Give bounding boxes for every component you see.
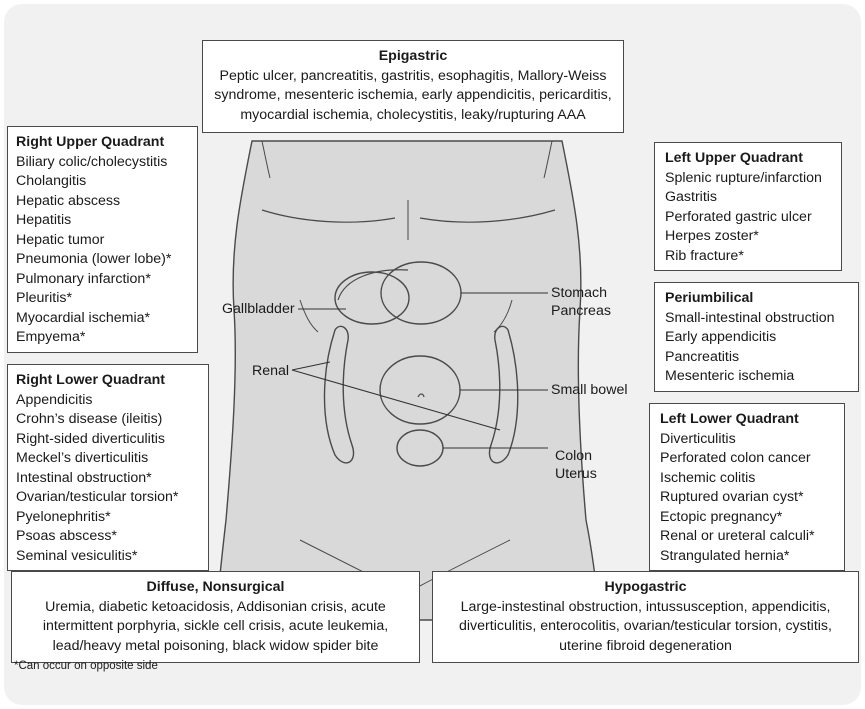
renal-label: Renal: [252, 362, 289, 380]
diffuse-line: lead/heavy metal poisoning, black widow …: [18, 637, 413, 657]
list-item: Ectopic pregnancy*: [660, 508, 834, 528]
list-item: Strangulated hernia*: [660, 547, 834, 567]
epigastric-line: myocardial ischemia, cholecystitis, leak…: [209, 106, 617, 126]
epigastric-line: syndrome, mesenteric ischemia, early app…: [209, 86, 617, 106]
list-item: Intestinal obstruction*: [16, 469, 200, 489]
list-item: Pneumonia (lower lobe)*: [16, 250, 189, 270]
list-item: Cholangitis: [16, 172, 189, 192]
list-item: Ovarian/testicular torsion*: [16, 488, 200, 508]
list-item: Pleuritis*: [16, 289, 189, 309]
diffuse-line: intermittent porphyria, sickle cell cris…: [18, 617, 413, 637]
list-item: Splenic rupture/infarction: [665, 169, 831, 189]
uterus-label: Uterus: [555, 465, 597, 483]
hypogastric-line: Large-instestinal obstruction, intussusc…: [437, 598, 854, 618]
list-item: Crohn’s disease (ileitis): [16, 410, 200, 430]
diffuse-title: Diffuse, Nonsurgical: [18, 578, 413, 598]
list-item: Hepatitis: [16, 211, 189, 231]
llq-title: Left Lower Quadrant: [660, 410, 834, 430]
list-item: Ischemic colitis: [660, 469, 834, 489]
list-item: Small-intestinal obstruction: [665, 309, 848, 329]
list-item: Perforated gastric ulcer: [665, 208, 831, 228]
list-item: Ruptured ovarian cyst*: [660, 488, 834, 508]
list-item: Psoas abscess*: [16, 527, 200, 547]
list-item: Rib fracture*: [665, 247, 831, 267]
list-item: Diverticulitis: [660, 430, 834, 450]
hypogastric-title: Hypogastric: [437, 578, 854, 598]
ruq-title: Right Upper Quadrant: [16, 133, 189, 153]
left-lower-quadrant-box: Left Lower Quadrant Diverticulitis Perfo…: [649, 403, 845, 571]
stomach-label: Stomach: [551, 284, 607, 302]
gallbladder-label: Gallbladder: [222, 300, 295, 318]
hypogastric-line: uterine fibroid degeneration: [437, 637, 854, 657]
diffuse-nonsurgical-box: Diffuse, Nonsurgical Uremia, diabetic ke…: [11, 571, 420, 663]
list-item: Gastritis: [665, 188, 831, 208]
list-item: Appendicitis: [16, 391, 200, 411]
list-item: Pyelonephritis*: [16, 508, 200, 528]
list-item: Mesenteric ischemia: [665, 367, 848, 387]
left-upper-quadrant-box: Left Upper Quadrant Splenic rupture/infa…: [654, 142, 842, 271]
right-upper-quadrant-box: Right Upper Quadrant Biliary colic/chole…: [7, 126, 198, 353]
list-item: Pulmonary infarction*: [16, 270, 189, 290]
list-item: Right-sided diverticulitis: [16, 430, 200, 450]
diffuse-line: Uremia, diabetic ketoacidosis, Addisonia…: [18, 598, 413, 618]
list-item: Perforated colon cancer: [660, 449, 834, 469]
rlq-title: Right Lower Quadrant: [16, 371, 200, 391]
list-item: Early appendicitis: [665, 328, 848, 348]
right-lower-quadrant-box: Right Lower Quadrant Appendicitis Crohn’…: [7, 364, 209, 571]
epigastric-line: Peptic ulcer, pancreatitis, gastritis, e…: [209, 67, 617, 87]
list-item: Hepatic tumor: [16, 231, 189, 251]
list-item: Herpes zoster*: [665, 227, 831, 247]
pancreas-label: Pancreas: [551, 302, 611, 320]
list-item: Biliary colic/cholecystitis: [16, 153, 189, 173]
list-item: Meckel’s diverticulitis: [16, 449, 200, 469]
list-item: Renal or ureteral calculi*: [660, 527, 834, 547]
periumbilical-box: Periumbilical Small-intestinal obstructi…: [654, 282, 859, 392]
luq-title: Left Upper Quadrant: [665, 149, 831, 169]
list-item: Hepatic abscess: [16, 192, 189, 212]
colon-label: Colon: [555, 447, 592, 465]
epigastric-title: Epigastric: [209, 47, 617, 67]
footnote: *Can occur on opposite side: [14, 660, 158, 672]
list-item: Empyema*: [16, 328, 189, 348]
epigastric-box: Epigastric Peptic ulcer, pancreatitis, g…: [202, 40, 624, 133]
periumbilical-title: Periumbilical: [665, 289, 848, 309]
small-bowel-label: Small bowel: [551, 381, 628, 399]
hypogastric-line: diverticulitis, enterocolitis, ovarian/t…: [437, 617, 854, 637]
list-item: Myocardial ischemia*: [16, 309, 189, 329]
list-item: Seminal vesiculitis*: [16, 547, 200, 567]
hypogastric-box: Hypogastric Large-instestinal obstructio…: [432, 571, 859, 663]
list-item: Pancreatitis: [665, 348, 848, 368]
